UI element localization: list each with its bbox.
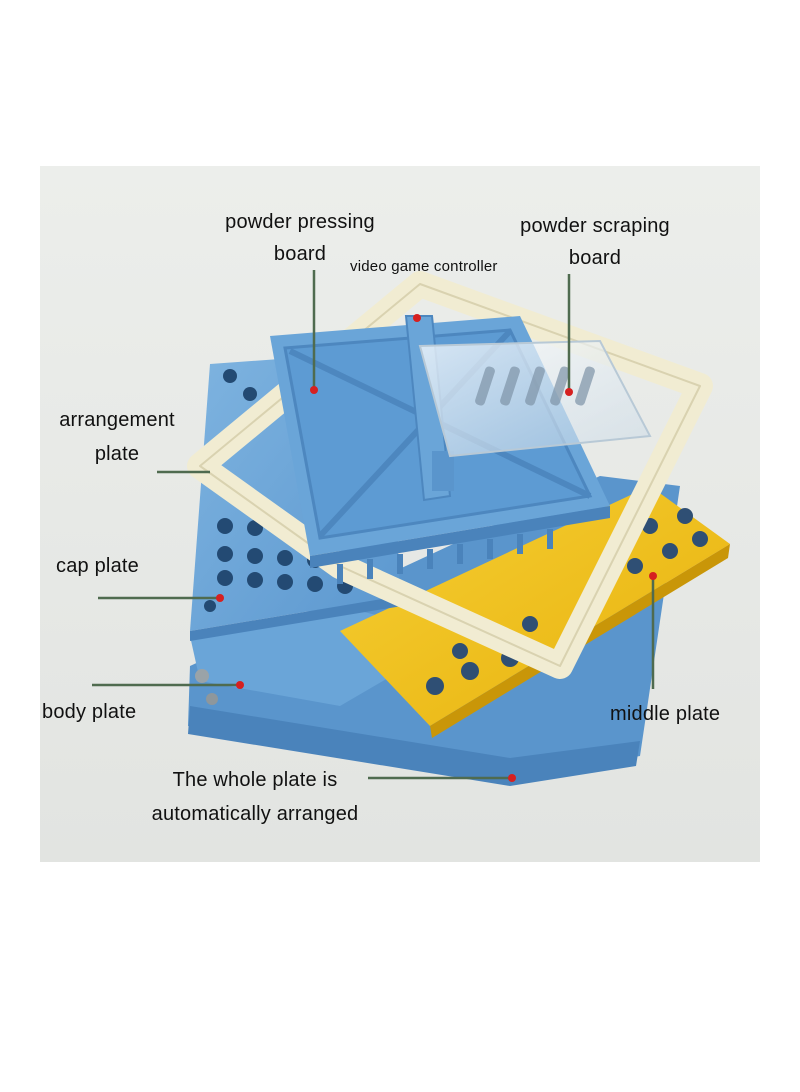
label-powder-pressing-board-line2: board bbox=[273, 243, 327, 265]
label-whole-plate-line1: The whole plate is bbox=[172, 769, 338, 791]
label-powder-pressing-board-line1: powder pressing bbox=[225, 211, 375, 233]
label-arrangement-plate: arrangement plate bbox=[42, 408, 192, 466]
label-whole-plate: The whole plate is automatically arrange… bbox=[120, 768, 390, 826]
leader-lines bbox=[92, 270, 655, 780]
product-photo: powder pressing board video game control… bbox=[40, 166, 760, 862]
label-powder-pressing-board: powder pressing board bbox=[200, 210, 400, 266]
scraping-board-shape bbox=[418, 339, 652, 458]
label-cap-plate: cap plate bbox=[56, 555, 139, 577]
label-whole-plate-line2: automatically arranged bbox=[151, 803, 359, 825]
label-arrangement-plate-line1: arrangement bbox=[59, 409, 175, 431]
label-body-plate: body plate bbox=[42, 701, 137, 723]
capsule-filler-illustration bbox=[40, 166, 760, 862]
marker-dots bbox=[216, 314, 657, 782]
label-middle-plate: middle plate bbox=[610, 703, 721, 725]
label-powder-scraping-board: powder scraping board bbox=[495, 214, 695, 270]
label-arrangement-plate-line2: plate bbox=[94, 443, 140, 465]
label-video-game-controller: video game controller bbox=[350, 258, 498, 275]
label-powder-scraping-board-line2: board bbox=[568, 247, 622, 269]
label-powder-scraping-board-line1: powder scraping bbox=[520, 215, 670, 237]
